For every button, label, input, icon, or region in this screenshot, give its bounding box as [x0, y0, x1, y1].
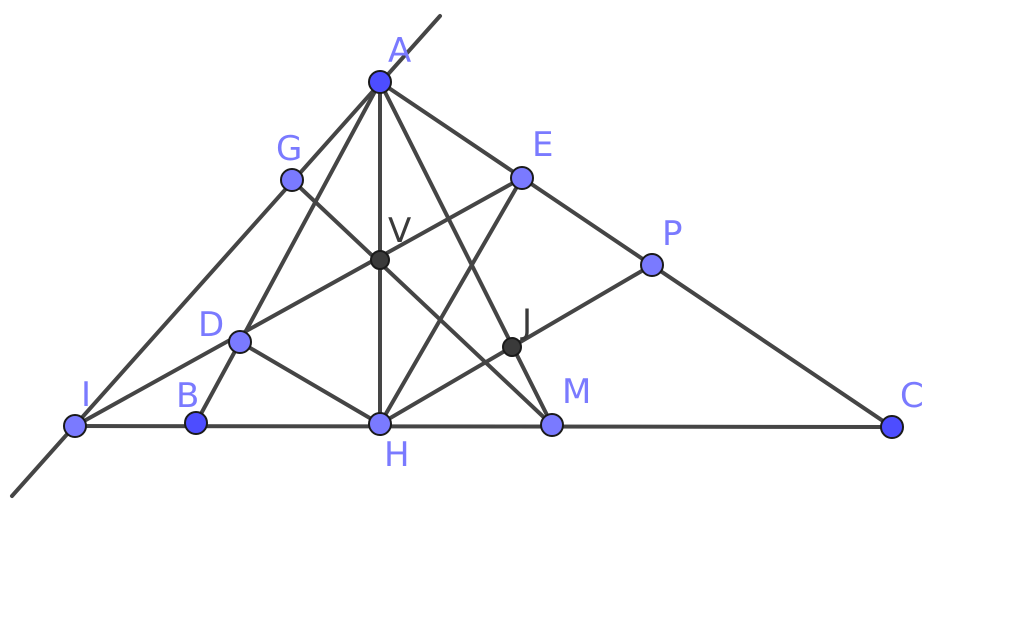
label-D: D: [198, 305, 224, 345]
label-C: C: [900, 376, 924, 416]
labels-layer: A B C G E P D I H M V J: [81, 31, 924, 475]
label-H: H: [384, 435, 410, 475]
segment-IE[interactable]: [73, 176, 524, 428]
point-C[interactable]: [880, 415, 904, 439]
label-P: P: [662, 214, 683, 254]
point-H[interactable]: [368, 412, 392, 436]
point-J[interactable]: [502, 337, 522, 357]
point-V[interactable]: [370, 250, 390, 270]
segment-DH[interactable]: [238, 340, 382, 426]
label-E: E: [532, 125, 553, 165]
label-G: G: [276, 129, 302, 169]
point-P[interactable]: [640, 253, 664, 277]
label-J: J: [520, 302, 532, 342]
point-B[interactable]: [184, 411, 208, 435]
point-D[interactable]: [228, 330, 252, 354]
label-I: I: [81, 375, 91, 415]
point-G[interactable]: [280, 168, 304, 192]
segment-DB[interactable]: [194, 340, 242, 425]
point-I[interactable]: [63, 414, 87, 438]
points-layer: [63, 70, 904, 439]
label-M: M: [562, 372, 591, 412]
segment-GM[interactable]: [290, 178, 554, 427]
point-M[interactable]: [540, 413, 564, 437]
point-A[interactable]: [368, 70, 392, 94]
segment-AD[interactable]: [238, 80, 382, 344]
lines-layer: [10, 14, 894, 498]
segment-IC[interactable]: [73, 424, 894, 429]
label-A: A: [388, 31, 411, 71]
segment-AC[interactable]: [378, 80, 894, 429]
label-V: V: [388, 211, 411, 251]
line-IA[interactable]: [10, 14, 442, 498]
segment-AM[interactable]: [378, 80, 554, 427]
label-B: B: [176, 376, 199, 416]
point-E[interactable]: [510, 166, 534, 190]
segment-HE[interactable]: [378, 176, 524, 426]
